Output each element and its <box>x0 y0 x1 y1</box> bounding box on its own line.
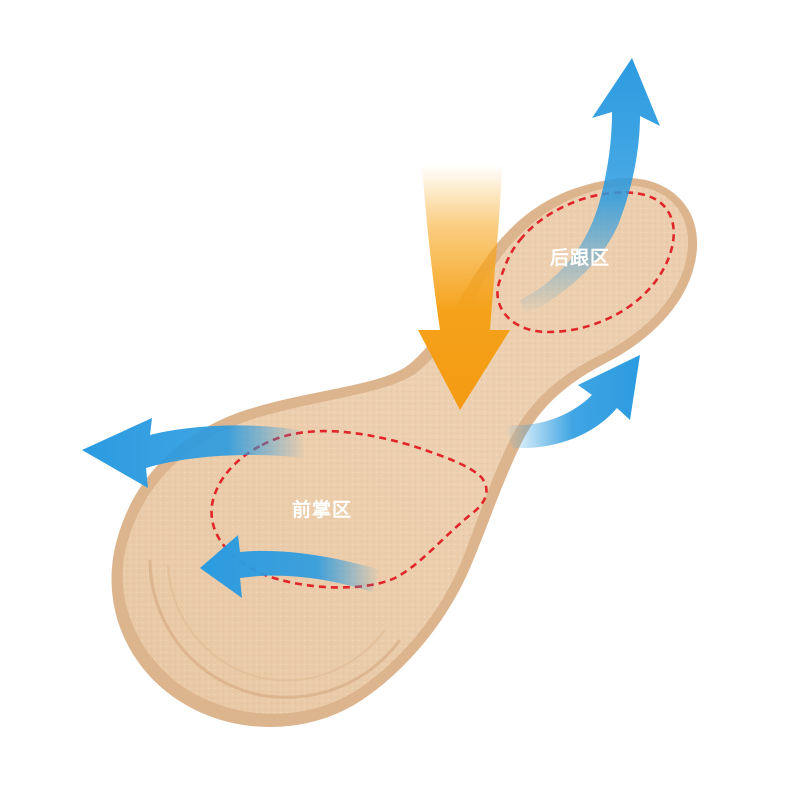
toe-groove-inner <box>167 564 386 682</box>
airflow-arrow-heel-up-icon <box>520 58 660 315</box>
toe-groove-outer <box>148 559 402 699</box>
airflow-arrow-arch-right-icon <box>505 355 640 449</box>
forefoot-zone-label: 前掌区 <box>292 498 352 521</box>
airflow-arrow-forefoot-left-icon <box>82 418 306 488</box>
forefoot-zone-outline <box>210 429 488 589</box>
heel-zone-label: 后跟区 <box>550 247 610 269</box>
airflow-arrow-forefoot-inner-icon <box>200 535 380 598</box>
down-pressure-arrow-icon <box>418 165 510 410</box>
heel-zone-outline <box>496 191 675 334</box>
